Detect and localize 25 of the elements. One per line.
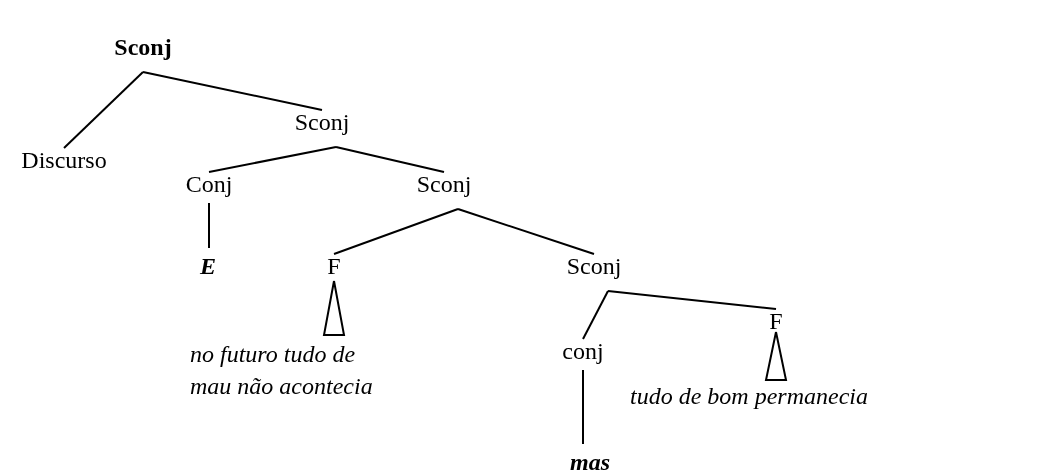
category-label: Sconj [552, 253, 636, 279]
tree-branch [63, 71, 144, 149]
category-label: Discurso [14, 147, 114, 173]
category-label: Sconj [284, 109, 360, 135]
tree-branch [607, 290, 777, 310]
tree-branch [582, 290, 609, 340]
tree-branch [335, 146, 445, 173]
triangle-branch [764, 331, 788, 381]
tree-branch [208, 146, 337, 173]
triangle-branch [322, 280, 346, 336]
tree-branch [142, 71, 323, 111]
phrase-text: E [196, 253, 220, 279]
phrase-text: mas [568, 449, 612, 474]
category-label: Sconj [112, 34, 174, 60]
tree-branch [208, 202, 210, 249]
category-label: Sconj [402, 171, 486, 197]
category-label: F [322, 253, 346, 279]
tree-branch [333, 208, 459, 255]
phrase-text: no futuro tudo de mau não acontecia [190, 338, 402, 402]
category-label: Conj [178, 171, 240, 197]
category-label: conj [550, 338, 616, 364]
category-label: F [764, 308, 788, 334]
tree-branch [582, 369, 584, 445]
phrase-text: tudo de bom permanecia [630, 383, 1046, 409]
tree-branch [457, 208, 595, 255]
